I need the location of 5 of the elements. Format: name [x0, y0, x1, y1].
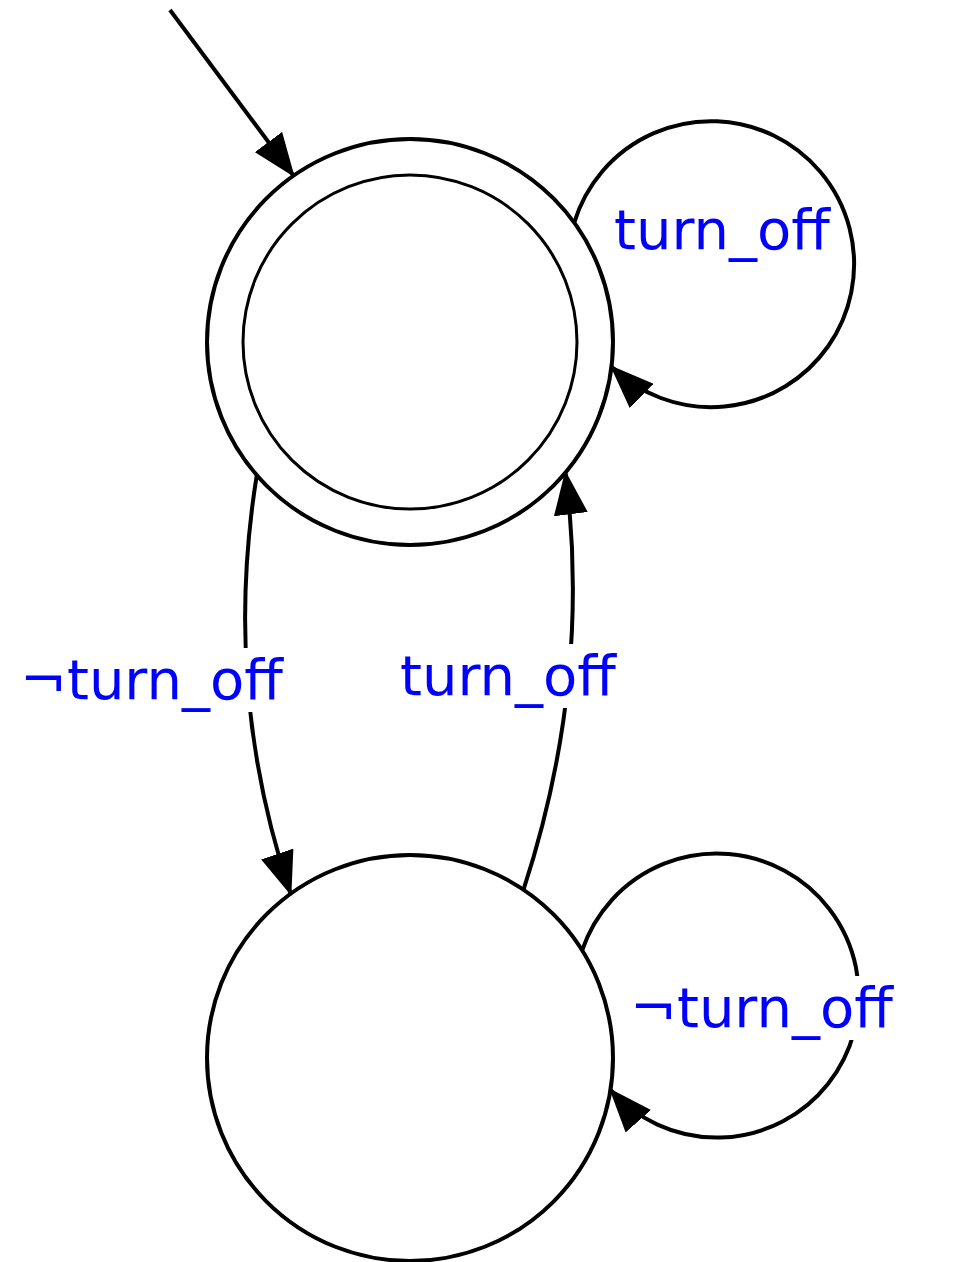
transition-arrow — [580, 851, 861, 1140]
accepting-state-circle — [204, 136, 616, 548]
transition-arrow — [572, 119, 856, 409]
edge-label: turn_off — [398, 644, 618, 708]
transition-arrow — [168, 8, 296, 178]
